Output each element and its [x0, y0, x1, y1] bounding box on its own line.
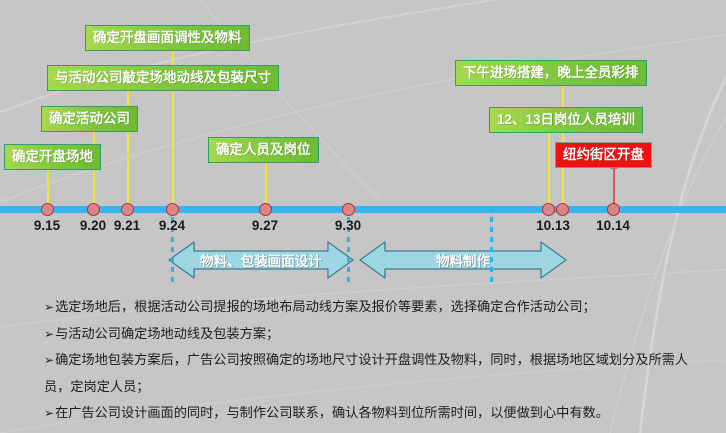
callout-new-york-block-opening[interactable]: 纽约街区开盘 — [555, 142, 652, 168]
timeline-marker[interactable] — [342, 203, 355, 216]
callout-text: 下午进场搭建，晚上全员彩排 — [463, 65, 639, 80]
date-label-9-30: 9.30 — [334, 218, 362, 233]
date-label-9-21: 9.21 — [113, 218, 141, 233]
bullet-icon: ➢ — [44, 353, 55, 367]
note-line: ➢确定场地包装方案后，广告公司按照确定的场地尺寸设计开盘调性及物料，同时，根据场… — [44, 347, 708, 400]
timeline-marker[interactable] — [87, 203, 100, 216]
stem-training — [545, 127, 553, 207]
bullet-icon: ➢ — [44, 406, 55, 420]
date-label-9-15: 9.15 — [33, 218, 61, 233]
callout-text: 确定活动公司 — [49, 111, 130, 126]
vertical-guide-10-13 — [490, 207, 493, 287]
callout-afternoon-setup-rehearsal[interactable]: 下午进场搭建，晚上全员彩排 — [455, 60, 647, 86]
callout-text: 确定开盘场地 — [12, 149, 93, 164]
timeline-marker[interactable] — [542, 203, 555, 216]
stem-flowline — [124, 85, 132, 207]
callout-text: 确定人员及岗位 — [216, 142, 311, 157]
callout-text: 12、13日岗位人员培训 — [497, 112, 636, 127]
note-line: ➢选定场地后，根据活动公司提报的场地布局动线方案及报价等要素，选择确定合作活动公… — [44, 294, 708, 321]
date-label-9-27: 9.27 — [251, 218, 279, 233]
timeline-marker[interactable] — [607, 203, 620, 216]
timeline-marker[interactable] — [121, 203, 134, 216]
stem-staffing — [262, 157, 270, 207]
timeline-marker[interactable] — [166, 203, 179, 216]
note-text: 与活动公司确定场地动线及包装方案； — [55, 325, 280, 341]
timeline-marker[interactable] — [41, 203, 54, 216]
callout-text: 确定开盘画面调性及物料 — [93, 30, 242, 45]
date-label-9-24: 9.24 — [158, 218, 186, 233]
callout-venue-flowline-packaging[interactable]: 与活动公司敲定场地动线及包装尺寸 — [47, 65, 279, 91]
bullet-icon: ➢ — [44, 300, 55, 314]
note-line: ➢与活动公司确定场地动线及包装方案； — [44, 321, 708, 348]
note-line: ➢在广告公司设计画面的同时，与制作公司联系，确认各物料到位所需时间，以便做到心中… — [44, 400, 708, 427]
callout-staff-training[interactable]: 12、13日岗位人员培训 — [489, 107, 644, 133]
callout-confirm-venue[interactable]: 确定开盘场地 — [4, 144, 101, 170]
callout-confirm-agency[interactable]: 确定活动公司 — [41, 106, 138, 132]
date-label-9-20: 9.20 — [79, 218, 107, 233]
phase-arrow-material-design: 物料、包装画面设计 — [168, 240, 354, 280]
stem-venue — [44, 164, 52, 207]
vertical-guide-9-24 — [171, 207, 174, 287]
callout-text: 与活动公司敲定场地动线及包装尺寸 — [55, 70, 271, 85]
callout-text: 纽约街区开盘 — [563, 147, 644, 162]
stem-opening — [610, 163, 618, 207]
vertical-guide-9-30 — [347, 207, 350, 287]
timeline-marker[interactable] — [259, 203, 272, 216]
callout-opening-visual-tone[interactable]: 确定开盘画面调性及物料 — [85, 25, 250, 51]
bullet-icon: ➢ — [44, 326, 55, 341]
date-label-10-13: 10.13 — [536, 218, 570, 233]
timeline-marker[interactable] — [556, 203, 569, 216]
date-label-10-14: 10.14 — [596, 218, 630, 233]
timeline-axis — [0, 206, 726, 213]
notes-block: ➢选定场地后，根据活动公司提报的场地布局动线方案及报价等要素，选择确定合作活动公… — [44, 294, 708, 427]
note-text: 确定场地包装方案后，广告公司按照确定的场地尺寸设计开盘调性及物料，同时，根据场地… — [44, 352, 689, 394]
note-text: 选定场地后，根据活动公司提报的场地布局动线方案及报价等要素，选择确定合作活动公司… — [55, 299, 596, 314]
note-text: 在广告公司设计画面的同时，与制作公司联系，确认各物料到位所需时间，以便做到心中有… — [55, 405, 609, 420]
callout-confirm-staff-positions[interactable]: 确定人员及岗位 — [208, 137, 319, 163]
phase-arrow-material-production: 物料制作 — [359, 240, 567, 280]
